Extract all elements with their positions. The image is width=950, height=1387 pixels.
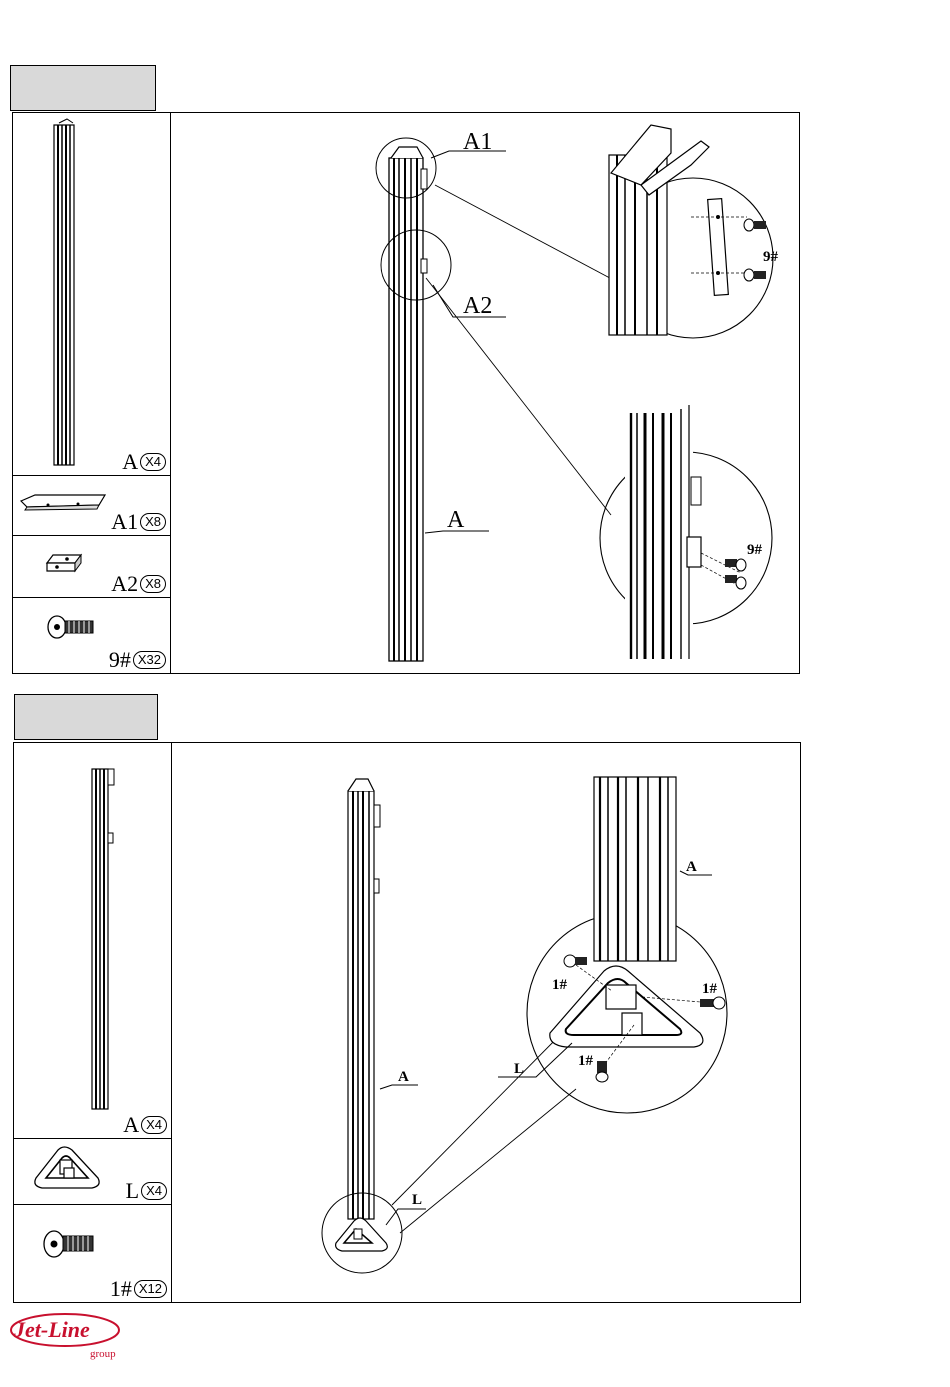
callout-screw-right: 1# [702, 981, 718, 997]
part-a2-qty: X8 [140, 575, 166, 593]
part-a-qty: X4 [140, 453, 166, 471]
part-a-step2-qty: X4 [141, 1116, 167, 1134]
part-screw-1-id: 1# [110, 1278, 132, 1300]
part-cell-a-step2: A X4 [14, 743, 171, 1139]
step2-frame: A X4 L X4 [13, 742, 801, 1303]
step1-post-a [389, 147, 427, 661]
callout-screw-top: 9# [763, 249, 779, 265]
post-a-bracketed-icon [14, 743, 171, 1138]
part-a-step2-label: A X4 [123, 1114, 167, 1136]
step2-parts-list: A X4 L X4 [14, 743, 172, 1302]
step2-assembly-diagram: A L A [172, 743, 800, 1302]
part-cell-screw-9: 9# X32 [13, 597, 170, 673]
part-a1-label: A1 X8 [111, 511, 166, 533]
callout-screw-bottom: 9# [747, 542, 763, 558]
logo-brand: Jet-Line [13, 1317, 90, 1342]
step1-parts-list: A X4 A1 X8 [13, 113, 171, 673]
jetline-logo: Jet-Line group [8, 1308, 128, 1365]
callout-a-left: A [398, 1069, 409, 1085]
callout-l-left: L [412, 1192, 422, 1208]
part-l-id: L [126, 1180, 139, 1202]
part-a2-label: A2 X8 [111, 573, 166, 595]
part-cell-l: L X4 [14, 1138, 171, 1205]
callout-a2: A2 [463, 293, 492, 319]
part-screw-1-qty: X12 [134, 1280, 167, 1298]
logo-sub: group [90, 1348, 116, 1360]
part-cell-a: A X4 [13, 113, 170, 476]
step2-tab [14, 694, 158, 740]
part-a2-id: A2 [111, 573, 138, 595]
callout-screw-bottom-step2: 1# [578, 1053, 594, 1069]
callout-a: A [447, 507, 465, 533]
step1-frame: A X4 A1 X8 [12, 112, 800, 674]
callout-screw-left: 1# [552, 977, 568, 993]
detail-mid-bracket: 9# [600, 405, 772, 659]
callout-l-right: L [514, 1061, 524, 1077]
part-a-step2-id: A [123, 1114, 139, 1136]
part-l-qty: X4 [141, 1182, 167, 1200]
callout-a-right: A [686, 859, 697, 875]
part-screw-9-id: 9# [109, 649, 131, 671]
part-cell-screw-1: 1# X12 [14, 1204, 171, 1302]
detail-top-bracket: 9# [609, 125, 779, 338]
part-cell-a2: A2 X8 [13, 535, 170, 598]
part-a1-id: A1 [111, 511, 138, 533]
callout-a1: A1 [463, 129, 492, 155]
jetline-logo-mark: Jet-Line group [8, 1308, 128, 1360]
part-a1-qty: X8 [140, 513, 166, 531]
part-cell-a1: A1 X8 [13, 475, 170, 536]
part-a-label: A X4 [122, 451, 166, 473]
step1-assembly-diagram: A1 A2 A 9# [171, 113, 799, 673]
part-screw-9-qty: X32 [133, 651, 166, 669]
part-l-label: L X4 [126, 1180, 167, 1202]
step1-tab [10, 65, 156, 111]
step2-post-a [348, 779, 380, 1219]
post-a-icon [13, 113, 170, 475]
part-screw-9-label: 9# X32 [109, 649, 166, 671]
part-a-id: A [122, 451, 138, 473]
part-screw-1-label: 1# X12 [110, 1278, 167, 1300]
